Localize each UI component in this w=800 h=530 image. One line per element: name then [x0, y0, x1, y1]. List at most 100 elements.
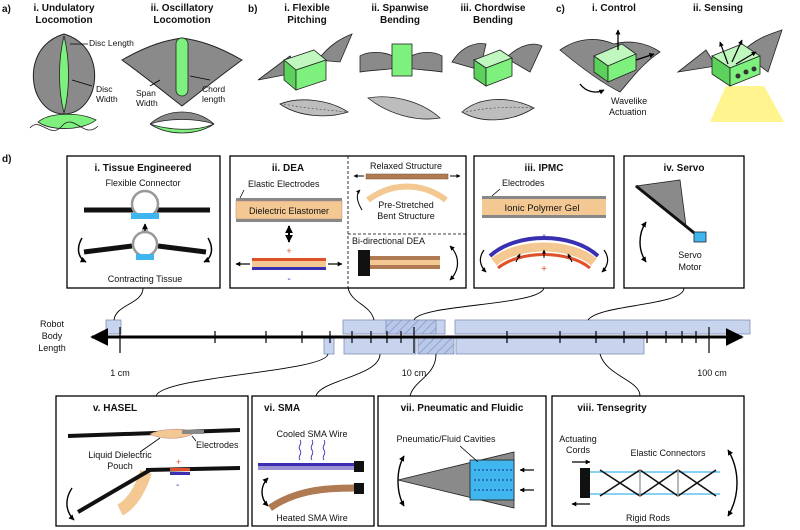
dea-relaxed-bar	[365, 173, 449, 180]
box-hasel: v. HASEL Electrodes Liquid Dielectric Po…	[55, 395, 249, 527]
ipmc-electrodes-label: Electrodes	[502, 178, 545, 188]
spanwise-profile	[367, 96, 441, 120]
sma-cooled-clamp	[354, 461, 364, 472]
dea-bi-layer-mid	[370, 260, 440, 265]
sensing-actuator-block	[711, 43, 761, 87]
band-tissue	[105, 319, 122, 335]
disc-width-label-1: Disc	[96, 84, 113, 94]
oscillatory-side-view	[149, 111, 215, 125]
control-title: i. Control	[592, 3, 636, 14]
panel-d-letter: d)	[2, 154, 11, 165]
ipmc-arrow-3	[567, 253, 573, 263]
undulatory-spine-shape	[59, 35, 69, 115]
tensegrity-rods-label: Rigid Rods	[626, 513, 671, 523]
tensegrity-cords-label-1: Actuating	[559, 434, 597, 444]
dea-bi-layer-top	[370, 256, 440, 260]
hasel-electrodes-leader	[191, 435, 197, 442]
panel-c: c) i. Control ii. Sensing Wavelike Actua…	[556, 3, 784, 122]
pneumatic-title: vii. Pneumatic and Fluidic	[401, 403, 524, 414]
dea-stretched-mid	[252, 261, 326, 267]
span-width-label-2: Width	[136, 98, 158, 108]
pneumatic-leader	[459, 445, 479, 463]
panel-a: a) i. Undulatory Locomotion ii. Oscillat…	[2, 3, 243, 134]
servo-rod	[635, 184, 699, 238]
chordwise-actuator-block	[473, 49, 513, 87]
sensing-arrow-2	[731, 39, 743, 63]
tissue-rod-bottom	[83, 243, 207, 255]
dea-electrodes-label: Elastic Electrodes	[248, 179, 320, 189]
ipmc-title: iii. IPMC	[525, 163, 564, 174]
undulatory-wave-line	[29, 121, 99, 131]
box-servo: iv. Servo Servo Motor	[623, 155, 745, 289]
wavelike-label-1: Wavelike	[611, 96, 647, 106]
spanwise-title-line2: Bending	[380, 15, 420, 26]
dea-prestretched-label-1: Pre-Stretched	[378, 200, 434, 210]
sma-arrow	[261, 477, 269, 507]
wavelike-label-2: Actuation	[609, 107, 647, 117]
servo-title: iv. Servo	[664, 163, 705, 174]
box-dea: ii. DEA Elastic Electrodes Dielectric El…	[229, 155, 467, 289]
dea-bent-arrow	[356, 189, 363, 211]
axis-label-length: Length	[38, 343, 66, 353]
sensing-arrow-1	[719, 41, 729, 65]
pitching-title-line1: i. Flexible	[284, 3, 330, 14]
undulatory-title-line2: Locomotion	[35, 15, 92, 26]
hasel-pouch-bulge	[116, 470, 152, 516]
oscillatory-side-view-2	[149, 123, 215, 134]
chordwise-profile	[461, 99, 535, 121]
pitching-profile	[279, 99, 349, 117]
dea-stretched-bottom	[252, 267, 326, 270]
servo-arrow	[639, 221, 647, 263]
chordwise-profile-dash	[465, 106, 533, 113]
undulatory-side-view	[37, 113, 97, 129]
dea-bi-layer-bottom	[370, 265, 440, 269]
tick-label-100cm: 100 cm	[697, 368, 727, 378]
dea-relaxed-label: Relaxed Structure	[370, 161, 442, 171]
spanwise-title-line1: ii. Spanwise	[371, 3, 429, 14]
tissue-title: i. Tissue Engineered	[94, 163, 191, 174]
ipmc-gel-layer	[482, 199, 606, 215]
box-ipmc: iii. IPMC Electrodes Ionic Polymer Gel -…	[473, 155, 615, 289]
ipmc-bent-top	[488, 236, 600, 258]
servo-motor-block	[693, 231, 707, 243]
disc-length-label: Disc Length	[89, 38, 134, 48]
sma-cooled-label: Cooled SMA Wire	[276, 429, 347, 439]
pneumatic-curve-arrow	[397, 455, 405, 507]
span-width-label-1: Span	[136, 88, 156, 98]
hasel-arrow	[66, 487, 75, 521]
disc-width-label-2: Width	[96, 94, 118, 104]
pneumatic-cavities-label: Pneumatic/Fluid Cavities	[396, 434, 496, 444]
dea-bi-arrow	[449, 245, 459, 281]
pitching-profile-dash	[283, 103, 347, 113]
hasel-electrode-minus	[170, 472, 190, 475]
dea-prestretched-label-2: Bent Structure	[377, 211, 435, 221]
hasel-minus-sign: -	[176, 480, 179, 491]
servo-motor-label-2: Motor	[678, 262, 701, 272]
hasel-electrode-plus	[170, 468, 190, 471]
sma-cooled-wire-bottom	[258, 466, 354, 470]
sma-heated-label: Heated SMA Wire	[276, 513, 348, 523]
chord-length-label-1: Chord	[202, 84, 225, 94]
sma-cooled-wire-top	[258, 463, 354, 466]
axis-label-robot: Robot	[40, 319, 65, 329]
tensegrity-cords	[590, 471, 720, 495]
chordwise-title-line2: Bending	[473, 15, 513, 26]
servo-motor-label-1: Servo	[678, 250, 702, 260]
tissue-strip-bottom	[136, 254, 154, 260]
hasel-electrode-top	[182, 430, 204, 434]
box-tissue-engineered: i. Tissue Engineered Flexible Connector …	[66, 155, 221, 289]
ipmc-arrow-left	[479, 249, 487, 273]
dea-minus-sign: -	[287, 274, 290, 285]
pitching-title-line2: Pitching	[287, 15, 326, 26]
pitching-actuator-block	[283, 49, 327, 91]
hasel-pouch-label-2: Pouch	[107, 461, 133, 471]
panel-a-letter: a)	[2, 4, 11, 15]
connector-lines	[113, 287, 685, 397]
sma-title: vi. SMA	[264, 403, 300, 414]
dea-electrodes-leader	[239, 189, 245, 199]
sensing-light-cone	[710, 86, 784, 122]
panel-b: b) i. Flexible Pitching ii. Spanwise Ben…	[248, 3, 543, 121]
band-servo	[454, 319, 751, 335]
chord-length-leader	[189, 75, 211, 81]
ipmc-arrow-right	[601, 249, 609, 273]
